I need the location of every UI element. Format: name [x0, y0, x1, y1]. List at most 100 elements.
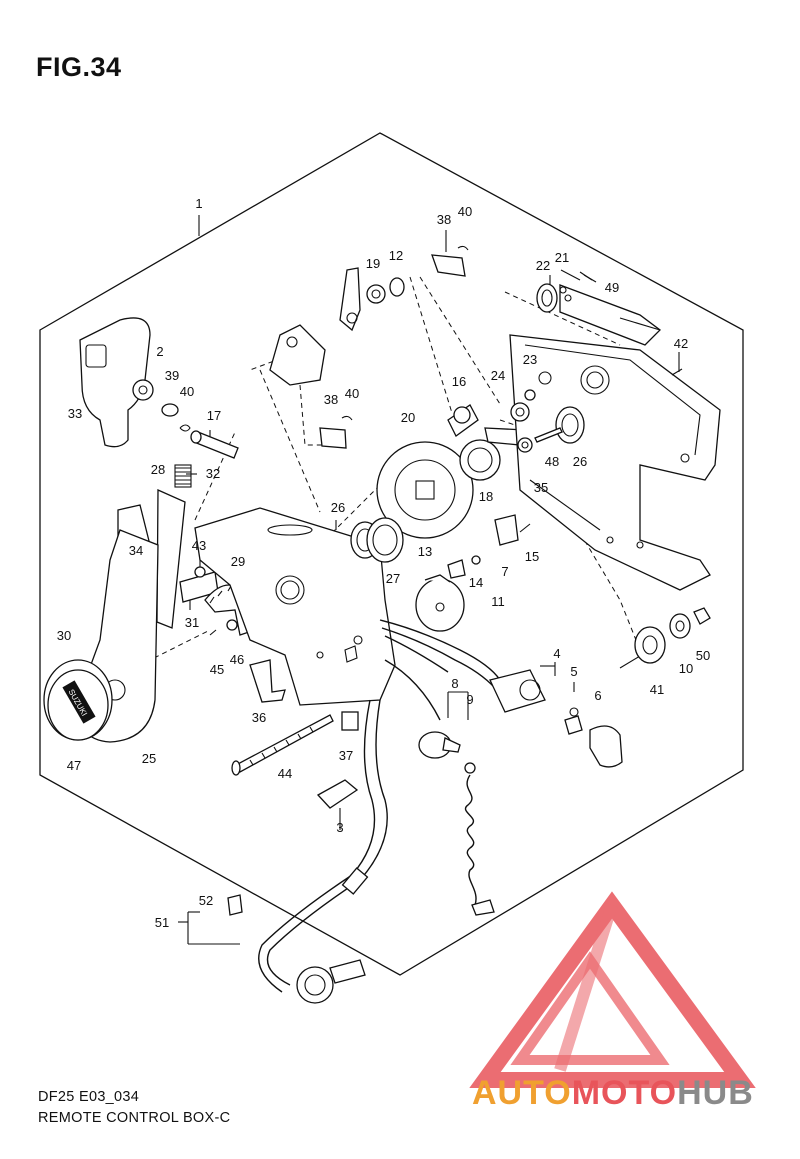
washer-12	[389, 277, 405, 297]
bracket-36	[249, 659, 286, 703]
callout-40: 40	[458, 204, 472, 219]
switch-7	[494, 514, 519, 546]
callout-39: 39	[165, 368, 179, 383]
callout-9: 9	[466, 692, 473, 707]
fuse-52	[227, 894, 243, 916]
assembly-frame	[39, 132, 744, 976]
arm-upper	[339, 267, 361, 332]
callout-3: 3	[336, 820, 343, 835]
bracket-38-mid	[319, 427, 347, 449]
callout-32: 32	[206, 466, 220, 481]
callout-43: 43	[192, 538, 206, 553]
bolt-43	[194, 566, 206, 578]
washer-35	[517, 437, 533, 453]
diagram-name: REMOTE CONTROL BOX-C	[38, 1110, 231, 1126]
key-5	[564, 715, 583, 735]
lever-arm-28	[156, 489, 186, 629]
callout-15: 15	[525, 549, 539, 564]
callout-36: 36	[252, 710, 266, 725]
callout-25: 25	[142, 751, 156, 766]
callout-21: 21	[555, 250, 569, 265]
callout-5: 5	[570, 664, 577, 679]
callout-18: 18	[479, 489, 493, 504]
cam-20	[376, 441, 474, 539]
screw-15	[519, 523, 531, 533]
callout-17: 17	[207, 408, 221, 423]
callout-27: 27	[386, 571, 400, 586]
gear-24	[510, 402, 530, 422]
bracket-38-upper	[431, 254, 466, 277]
washer-39	[161, 403, 179, 417]
callout-29: 29	[231, 554, 245, 569]
callout-50: 50	[696, 648, 710, 663]
key-switch-4	[489, 669, 546, 713]
callout-labels: 1234567891011121314151617181920212223242…	[57, 196, 710, 930]
clip-13	[447, 559, 466, 579]
washer-10	[669, 613, 691, 639]
wire-harness	[379, 619, 501, 721]
lanyard-9	[464, 762, 495, 916]
screw-49	[579, 271, 593, 281]
cap-6	[589, 725, 623, 768]
ring-26-right	[555, 406, 585, 444]
logo-text-auto: AUTO	[472, 1074, 572, 1112]
callout-6: 6	[594, 688, 601, 703]
callout-11: 11	[491, 594, 505, 609]
callout-33: 33	[68, 406, 82, 421]
callout-16: 16	[452, 374, 466, 389]
control-handle	[79, 317, 151, 448]
callout-34: 34	[129, 543, 143, 558]
callout-35: 35	[534, 480, 548, 495]
screw-14	[471, 555, 481, 565]
callout-28: 28	[151, 462, 165, 477]
callout-7: 7	[501, 564, 508, 579]
screw-45	[209, 629, 217, 636]
screw-42	[671, 368, 683, 376]
callout-46: 46	[230, 652, 244, 667]
logo-text-hub: HUB	[677, 1074, 754, 1112]
callout-41: 41	[650, 682, 664, 697]
link-plate	[269, 324, 326, 386]
logo-text-moto: MOTO	[571, 1074, 678, 1112]
callout-52: 52	[199, 893, 213, 908]
main-cable-51	[258, 699, 388, 1004]
callout-26: 26	[331, 500, 345, 515]
grip-21	[559, 284, 661, 346]
callout-10: 10	[679, 661, 693, 676]
pin-17	[190, 430, 239, 459]
callout-4: 4	[553, 646, 560, 661]
callout-48: 48	[545, 454, 559, 469]
disc-18	[459, 439, 501, 481]
clip-23	[524, 389, 536, 401]
callout-42: 42	[674, 336, 688, 351]
buzzer-11	[415, 574, 465, 632]
callout-40: 40	[180, 384, 194, 399]
callout-49: 49	[605, 280, 619, 295]
bush-19	[366, 284, 386, 304]
callout-45: 45	[210, 662, 224, 677]
callout-22: 22	[536, 258, 550, 273]
washer-27	[366, 517, 404, 563]
clip-40-upper	[457, 245, 469, 251]
nut-50	[693, 607, 711, 625]
bush-41	[634, 626, 666, 664]
automotohub-logo-mark	[469, 891, 756, 1088]
callout-13: 13	[418, 544, 432, 559]
callout-24: 24	[491, 368, 505, 383]
callout-2: 2	[156, 344, 163, 359]
callout-14: 14	[469, 575, 483, 590]
automotohub-wordmark: AUTOMOTOHUB	[472, 1074, 754, 1113]
callout-38: 38	[324, 392, 338, 407]
callout-44: 44	[278, 766, 292, 781]
ring-22	[536, 283, 558, 313]
callout-19: 19	[366, 256, 380, 271]
plate-3	[316, 779, 359, 809]
long-bolt-44	[231, 714, 334, 776]
callout-47: 47	[67, 758, 81, 773]
callout-30: 30	[57, 628, 71, 643]
callout-37: 37	[339, 748, 353, 763]
spring-32	[174, 464, 192, 488]
callout-38: 38	[437, 212, 451, 227]
